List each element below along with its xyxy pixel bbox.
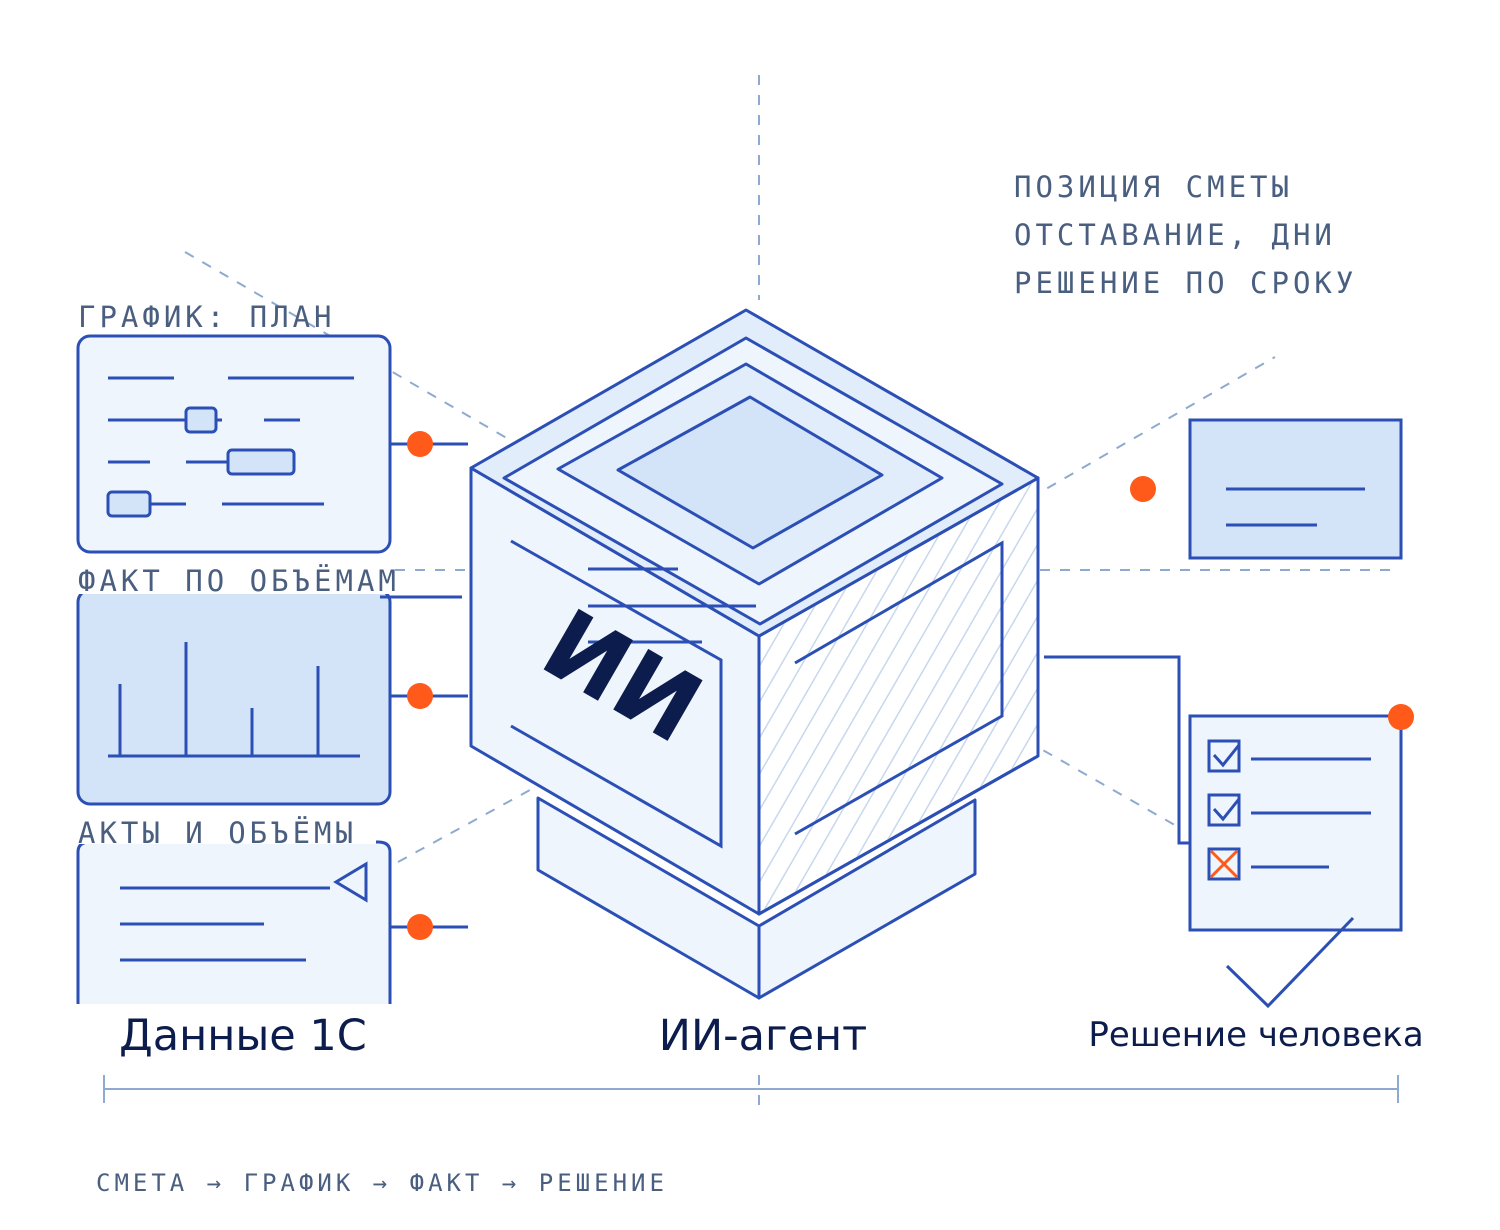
footer-flow: СМЕТА → ГРАФИК → ФАКТ → РЕШЕНИЕ xyxy=(96,1169,668,1197)
label-schedule-plan: ГРАФИК: ПЛАН xyxy=(78,300,336,334)
decision-dot xyxy=(1388,704,1414,730)
output-label-3: РЕШЕНИЕ ПО СРОКУ xyxy=(1014,266,1357,300)
cube-pedestal xyxy=(536,796,977,1000)
output-card xyxy=(1188,418,1403,560)
checkbox-checked-icon xyxy=(1207,739,1241,773)
output-dot xyxy=(1130,476,1156,502)
label-backdrop xyxy=(76,814,376,844)
label-acts-volumes: АКТЫ И ОБЪЁМЫ xyxy=(78,816,357,850)
cube-top-core xyxy=(616,395,884,550)
checkbox-checked-icon xyxy=(1207,793,1241,827)
fact-volumes-card xyxy=(76,588,392,806)
output-label-2: ОТСТАВАНИЕ, ДНИ xyxy=(1014,218,1336,252)
gantt-bar xyxy=(106,490,152,518)
connector-dot xyxy=(407,914,433,940)
card-fade xyxy=(70,1004,400,1018)
timeline-axis xyxy=(103,1075,1399,1103)
connector-dot xyxy=(407,431,433,457)
approval-check-icon xyxy=(1225,916,1355,1009)
checkbox-rejected-icon xyxy=(1207,847,1241,881)
gantt-bar xyxy=(184,406,218,434)
acts-volumes-card xyxy=(76,840,392,1012)
output-label-1: ПОЗИЦИЯ СМЕТЫ xyxy=(1014,170,1293,204)
decision-connector xyxy=(1044,655,1190,845)
connector-dot xyxy=(407,683,433,709)
section-title-data: Данные 1С xyxy=(119,1011,367,1061)
label-backdrop xyxy=(76,562,394,594)
cube-right-details xyxy=(794,540,1004,836)
label-fact-volumes: ФАКТ ПО ОБЪЁМАМ xyxy=(78,564,400,598)
ai-cube xyxy=(469,308,1040,916)
decision-checklist xyxy=(1188,714,1403,932)
section-title-agent: ИИ-агент xyxy=(659,1011,867,1061)
cube-left-details xyxy=(510,539,756,849)
section-title-decision: Решение человека xyxy=(1088,1015,1423,1055)
play-icon xyxy=(333,861,368,903)
schedule-plan-card xyxy=(76,334,392,554)
gantt-bar xyxy=(226,448,296,476)
